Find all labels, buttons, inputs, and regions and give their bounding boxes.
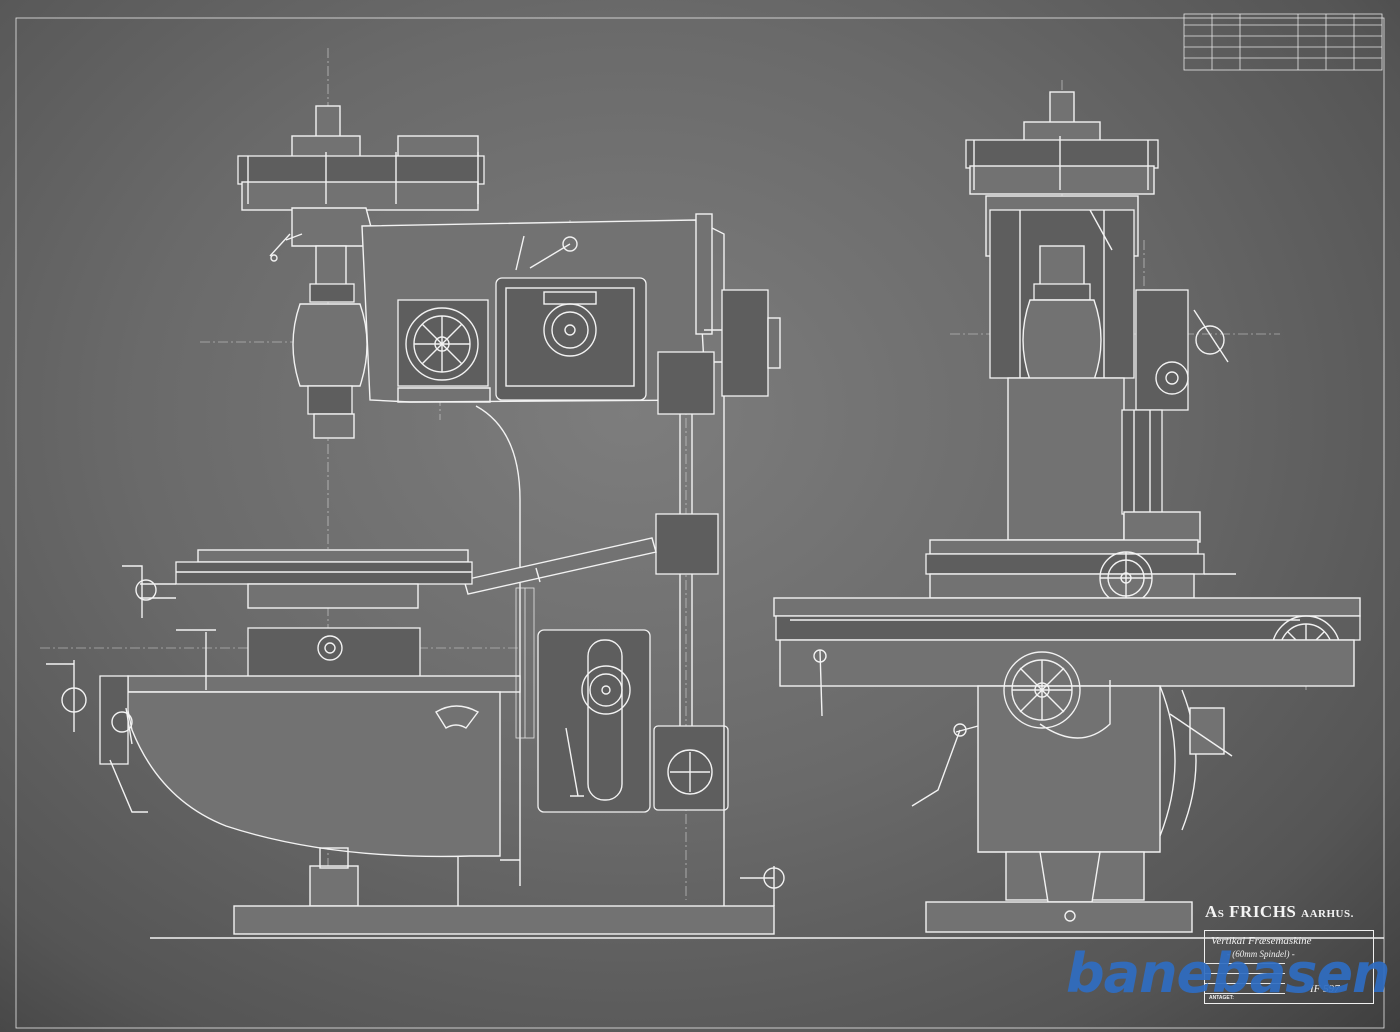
firm-name-block: AS FRICHS AARHUS.: [1205, 902, 1354, 922]
title-block: Vertikal Fræsemaskine - (60mm Spindel) -…: [1204, 930, 1374, 1004]
drawing-title: Vertikal Fræsemaskine: [1211, 935, 1312, 947]
approval-label: ANTAGET:: [1209, 995, 1234, 1001]
drawing-subtitle: - (60mm Spindel) -: [1227, 949, 1295, 959]
title-block-rule: [1205, 963, 1285, 964]
front-elevation-view: [773, 80, 1361, 933]
title-block-rule: [1205, 973, 1285, 974]
watermark-logo: banebasen: [1066, 942, 1390, 1005]
revision-grid: [1183, 13, 1383, 71]
title-block-rule: [1205, 993, 1285, 994]
sheet-border: [15, 17, 1385, 1029]
drawing-number: IF 597: [1310, 983, 1340, 995]
firm-name: FRICHS: [1229, 902, 1297, 921]
side-elevation-view: [40, 48, 785, 935]
firm-prefix: A: [1205, 902, 1218, 921]
title-block-rule: [1205, 983, 1285, 984]
firm-prefix-sub: S: [1217, 908, 1225, 920]
firm-city: AARHUS.: [1301, 908, 1354, 920]
